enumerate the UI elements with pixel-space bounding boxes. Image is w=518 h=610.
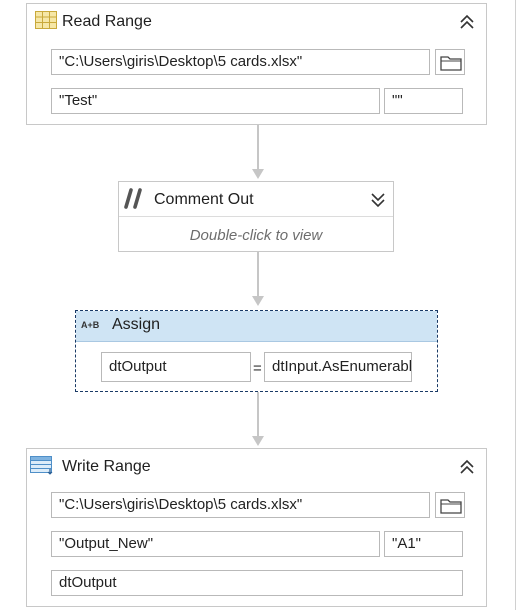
excel-write-range-icon [30,455,54,475]
assign-equals-sign: = [253,360,262,377]
comment-out-hint: Double-click to view [189,227,323,244]
browse-folder-button[interactable] [435,492,465,518]
workbook-path-field[interactable]: "C:\Users\giris\Desktop\5 cards.xlsx" [51,492,430,518]
browse-folder-button[interactable] [435,49,465,75]
assign-value-field[interactable]: dtInput.AsEnumerable [264,352,412,382]
connector-arrow [252,436,264,446]
assign-icon: A+B [81,320,100,330]
workbook-path-field[interactable]: "C:\Users\giris\Desktop\5 cards.xlsx" [51,49,430,75]
connector-line [257,392,259,438]
read-range-header[interactable]: Read Range [27,4,486,38]
assign-activity[interactable]: A+B Assign dtOutput = dtInput.AsEnumerab… [75,310,438,392]
comment-divider [119,216,393,217]
sheet-name-field[interactable]: "Output_New" [51,531,380,557]
comment-out-header[interactable]: Comment Out [119,182,393,216]
comment-out-activity[interactable]: Comment Out Double-click to view [118,181,394,252]
connector-arrow [252,169,264,179]
comment-out-icon [123,187,147,209]
read-range-title: Read Range [62,13,152,30]
folder-icon [440,56,462,71]
expand-chevron-down-icon[interactable] [369,191,387,209]
collapse-chevron-up-icon[interactable] [458,13,476,31]
write-range-title: Write Range [62,458,151,475]
write-range-activity[interactable]: Write Range "C:\Users\giris\Desktop\5 ca… [26,448,487,607]
assign-header[interactable]: A+B Assign [76,311,437,342]
connector-arrow [252,296,264,306]
folder-icon [440,499,462,514]
collapse-chevron-up-icon[interactable] [458,458,476,476]
connector-line [257,125,259,171]
read-range-activity[interactable]: Read Range "C:\Users\giris\Desktop\5 car… [26,3,487,125]
sheet-name-field[interactable]: "Test" [51,88,380,114]
data-table-field[interactable]: dtOutput [51,570,463,596]
range-field[interactable]: "" [384,88,463,114]
comment-out-title: Comment Out [154,191,254,208]
assign-title: Assign [112,316,161,333]
connector-line [257,252,259,298]
write-range-header[interactable]: Write Range [27,449,486,483]
designer-edge-line [515,0,516,610]
assign-to-field[interactable]: dtOutput [101,352,251,382]
excel-read-range-icon [35,11,57,29]
starting-cell-field[interactable]: "A1" [384,531,463,557]
